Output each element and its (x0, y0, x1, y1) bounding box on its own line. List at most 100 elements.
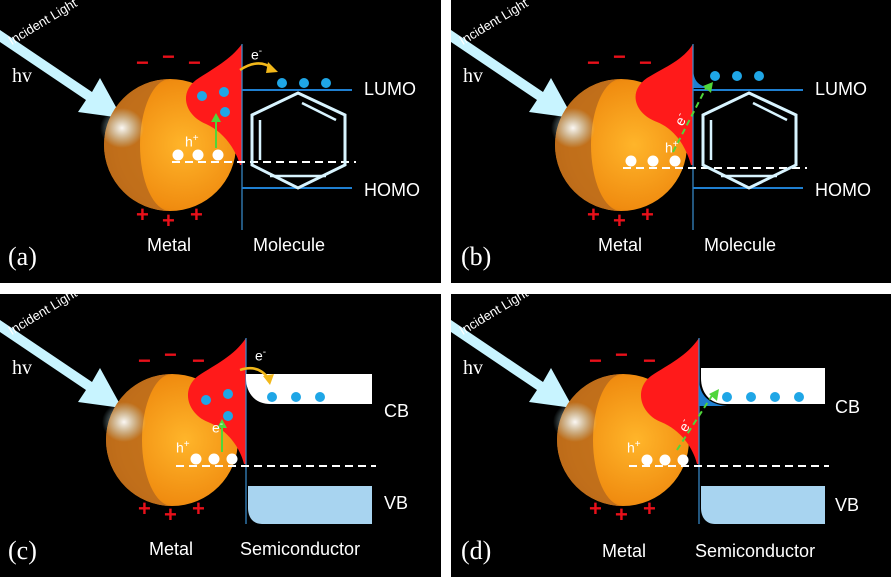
hole-dot (677, 454, 689, 466)
light-beam-arrow (0, 320, 122, 408)
benzene-ring (250, 91, 347, 190)
plasmon-distribution (187, 338, 246, 464)
positive-charge: + (164, 502, 177, 527)
negative-charge: − (615, 342, 628, 367)
lumo-label: LUMO (815, 79, 868, 99)
hv-label: hv (463, 65, 483, 87)
metal-label: Metal (602, 541, 647, 561)
hv-label: hv (12, 357, 32, 379)
panel-d: Incident Light hv − − − + + + e- h+ CB V… (451, 294, 891, 577)
vb-label: VB (835, 495, 860, 515)
transfer-arrow-head (266, 62, 278, 73)
hole-dot (625, 155, 637, 167)
negative-charge: − (138, 348, 151, 373)
metal-label: Metal (147, 235, 192, 255)
hole-label: h+ (185, 133, 199, 150)
conduction-band (246, 374, 372, 404)
negative-charge: − (164, 342, 177, 367)
electron-dot (321, 78, 331, 88)
light-beam-arrow (451, 320, 573, 408)
positive-charge: + (136, 202, 149, 227)
electron-label: e- (251, 46, 263, 63)
hole-dot (641, 454, 653, 466)
molecule-label: Molecule (704, 235, 777, 255)
plasmon-distribution (635, 44, 693, 165)
electron-dot (219, 87, 229, 97)
negative-charge: − (136, 50, 149, 75)
light-beam-arrow (0, 30, 122, 118)
electron-label: e- (255, 347, 267, 364)
negative-charge: − (587, 50, 600, 75)
panel-label: (b) (461, 242, 492, 271)
electron-dot (315, 392, 325, 402)
hole-dot (190, 453, 202, 465)
benzene-ring (701, 91, 798, 190)
electron-dot (770, 392, 780, 402)
valence-band (248, 486, 372, 524)
electron-dot (722, 392, 732, 402)
positive-charge: + (641, 202, 654, 227)
electron-dot (223, 411, 233, 421)
electron-dot (201, 395, 211, 405)
negative-charge: − (188, 50, 201, 75)
panel-a: Incident Light hv − − − + + + e- h+ LUMO… (0, 0, 441, 283)
electron-label: e- (212, 419, 224, 436)
hole-dot (208, 453, 220, 465)
metal-sphere-glow (100, 108, 144, 148)
benzene-inner-bond (301, 101, 337, 122)
semiconductor-label: Semiconductor (240, 539, 361, 559)
electron-dot (299, 78, 309, 88)
excitation-arrow-head (211, 113, 221, 122)
hole-dot (669, 155, 681, 167)
hole-dot (659, 454, 671, 466)
electron-dot (223, 389, 233, 399)
metal-sphere-glow (553, 402, 597, 442)
metal-sphere-glow (551, 108, 595, 148)
positive-charge: + (192, 496, 205, 521)
negative-charge: − (643, 348, 656, 373)
positive-charge: + (613, 208, 626, 233)
direct-transfer-arrow-head (703, 82, 713, 93)
lumo-label: LUMO (364, 79, 417, 99)
plasmon-distribution (640, 338, 699, 464)
semiconductor-label: Semiconductor (695, 541, 816, 561)
valence-band (701, 486, 825, 524)
panel-label: (d) (461, 536, 492, 565)
electron-dot (197, 91, 207, 101)
positive-charge: + (162, 208, 175, 233)
negative-charge: − (613, 44, 626, 69)
hv-label: hv (463, 357, 483, 379)
electron-dot (291, 392, 301, 402)
metal-label: Metal (598, 235, 643, 255)
negative-charge: − (589, 348, 602, 373)
electron-dot (754, 71, 764, 81)
hole-dot (212, 149, 224, 161)
electron-dot (732, 71, 742, 81)
hybridized-band (693, 66, 711, 88)
hv-label: hv (12, 65, 32, 87)
electron-dot (794, 392, 804, 402)
positive-charge: + (587, 202, 600, 227)
positive-charge: + (138, 496, 151, 521)
positive-charge: + (190, 202, 203, 227)
direct-transfer-arrow (676, 393, 714, 451)
electron-dot (746, 392, 756, 402)
electron-dot (220, 107, 230, 117)
light-beam-arrow (451, 30, 573, 118)
panel-label: (c) (8, 536, 37, 565)
plasmon-distribution (185, 44, 242, 165)
hybridized-band (699, 378, 727, 406)
negative-charge: − (162, 44, 175, 69)
hole-dot (226, 453, 238, 465)
positive-charge: + (643, 496, 656, 521)
homo-label: HOMO (364, 180, 420, 200)
electron-dot (267, 392, 277, 402)
electron-dot (277, 78, 287, 88)
panel-b-graphic (451, 30, 807, 230)
panel-c: Incident Light hv − − − + + + e- e- h+ C… (0, 294, 441, 577)
electron-dot (710, 71, 720, 81)
hole-dot (192, 149, 204, 161)
panel-d-graphic (451, 320, 829, 524)
metal-label: Metal (149, 539, 194, 559)
panel-label: (a) (8, 242, 37, 271)
